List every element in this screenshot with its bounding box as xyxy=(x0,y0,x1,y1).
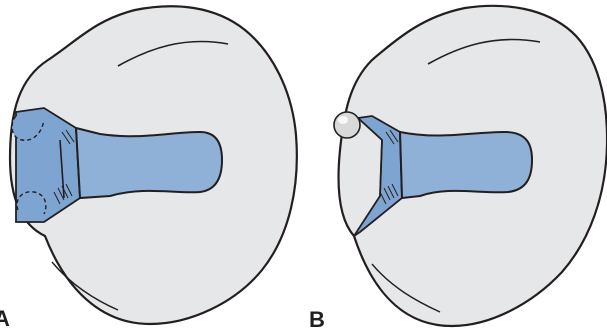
panel-a-tooth xyxy=(10,6,297,324)
panel-b-label: B xyxy=(309,309,325,331)
panel-a-label: A xyxy=(0,308,10,330)
panel-a-occlusal-dovetail xyxy=(76,128,222,198)
panel-b-ball-highlight xyxy=(338,116,348,124)
panel-b-ball-instrument xyxy=(334,112,360,138)
panel-b-occlusal-dovetail xyxy=(400,132,532,198)
panel-b-tooth xyxy=(334,6,607,326)
